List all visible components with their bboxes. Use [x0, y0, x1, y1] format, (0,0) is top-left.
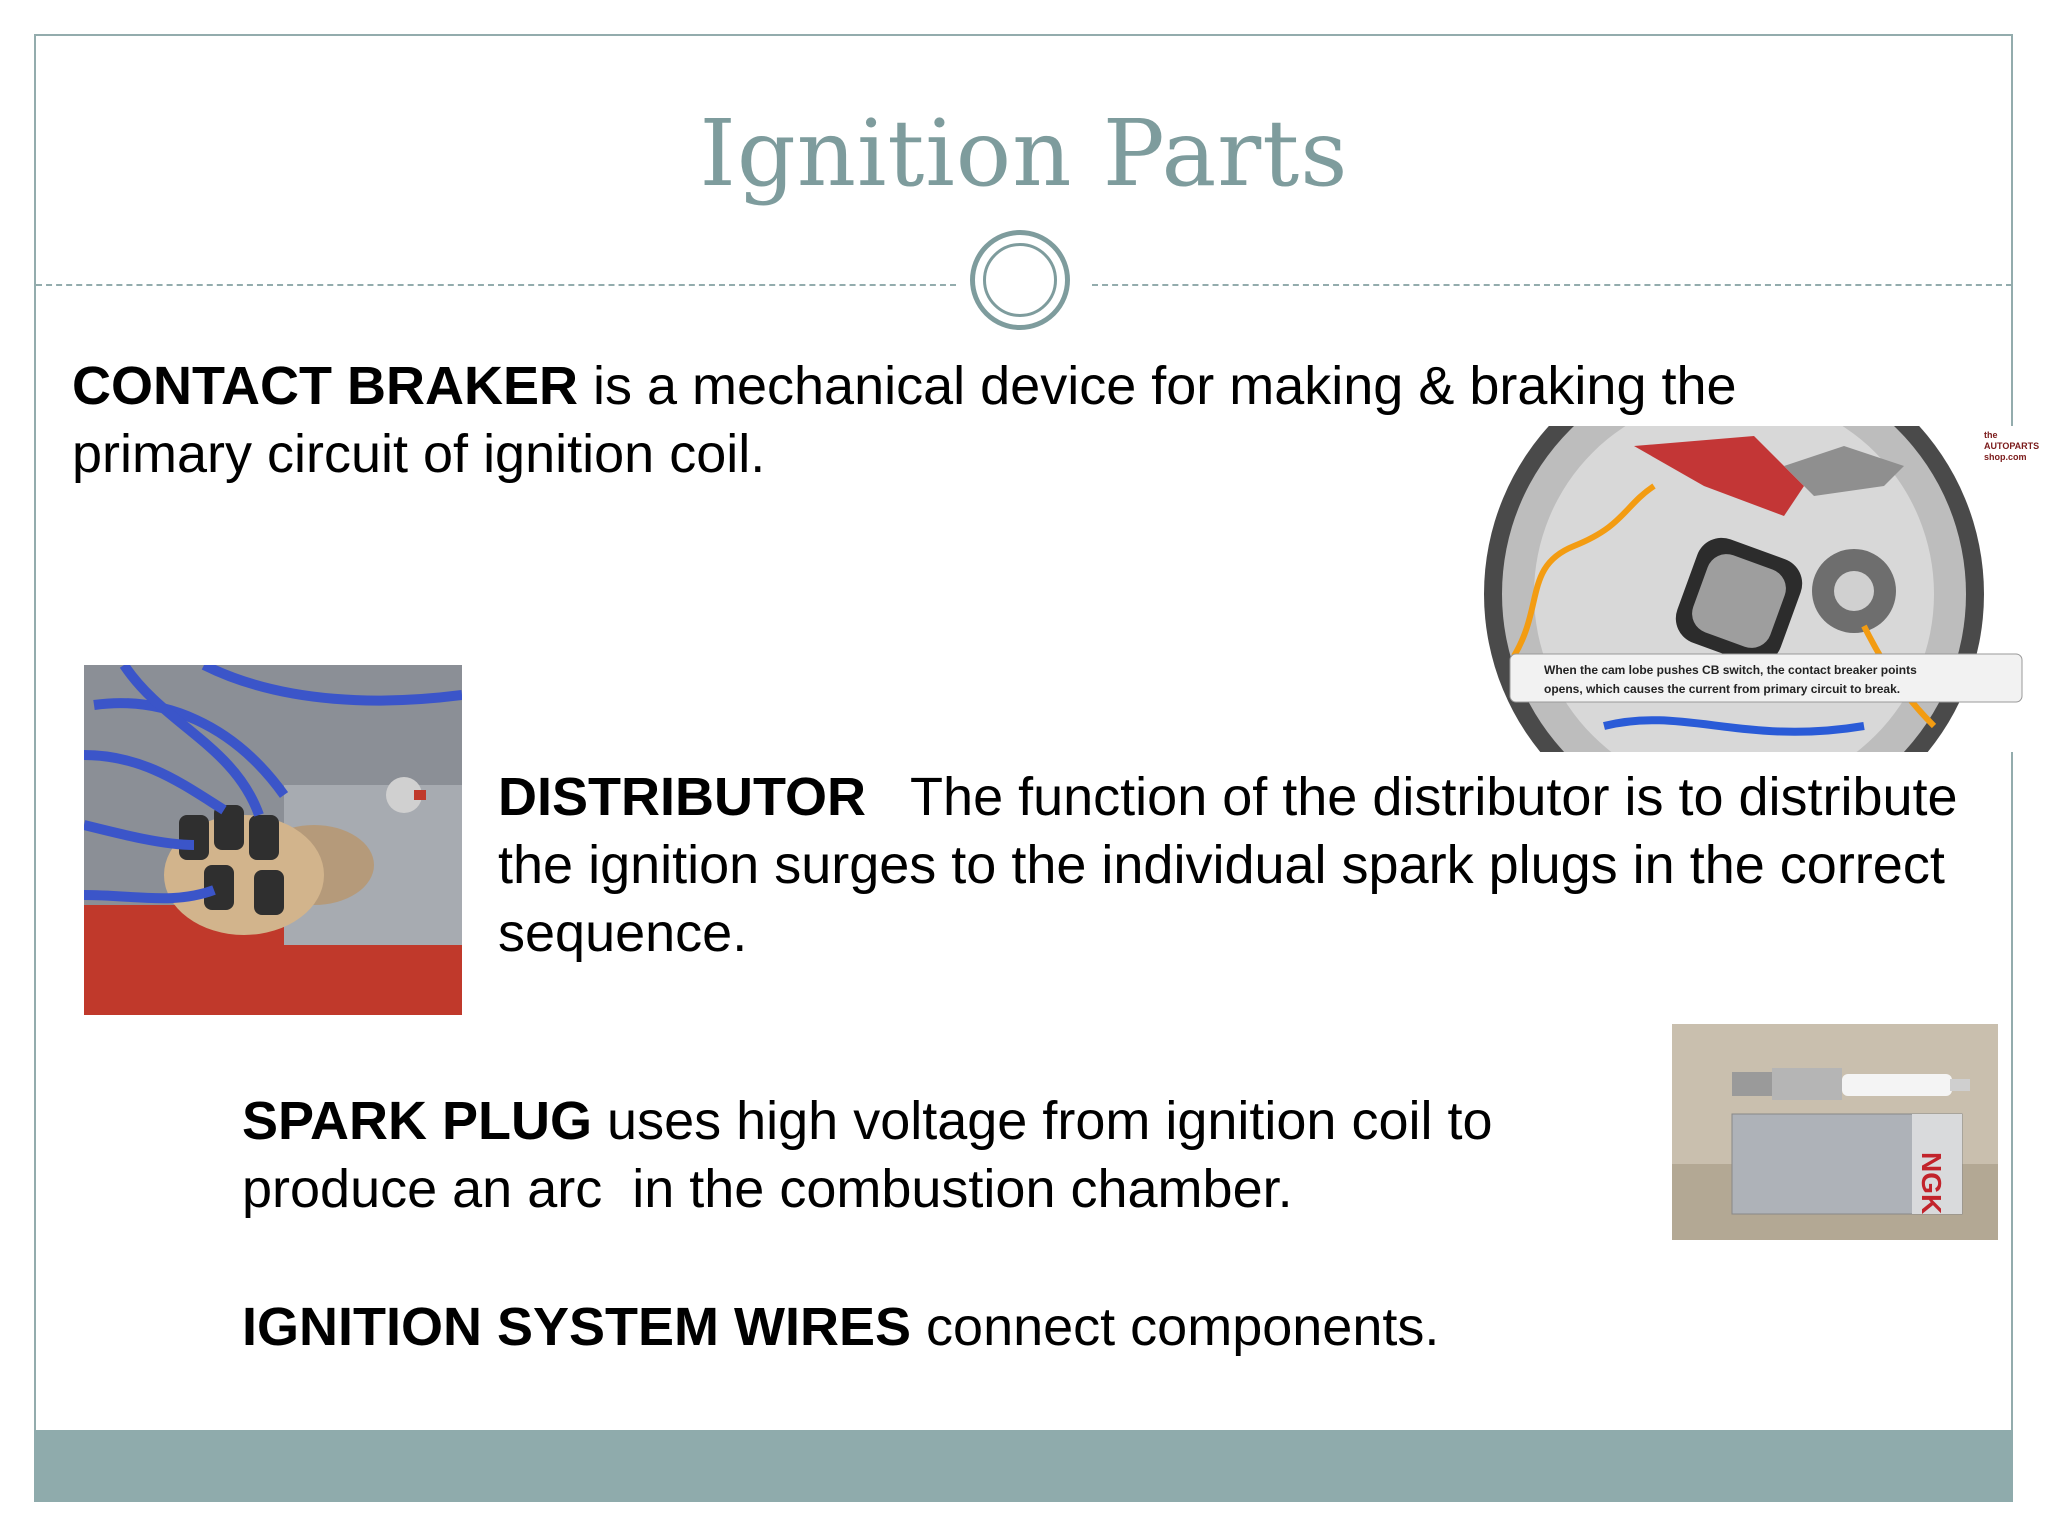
wires-term: IGNITION SYSTEM WIRES [242, 1297, 912, 1357]
spark-plug-text: uses high voltage from ignition coil to … [242, 1091, 1508, 1219]
footer-bar [34, 1430, 2013, 1502]
distributor-paragraph: DISTRIBUTOR The function of the distribu… [498, 763, 1978, 967]
cb-caption-line1: When the cam lobe pushes CB switch, the … [1544, 663, 1917, 677]
title-divider-right [1092, 284, 2012, 286]
slide-title: Ignition Parts [699, 100, 1349, 207]
contact-breaker-paragraph: CONTACT BRAKER is a mechanical device fo… [72, 352, 1792, 488]
contact-breaker-image: When the cam lobe pushes CB switch, the … [1484, 426, 2048, 752]
cb-logo-line2: AUTOPARTS [1984, 441, 2039, 451]
cb-logo-line3: shop.com [1984, 452, 2027, 462]
spark-plug-image: NGK [1672, 1024, 1998, 1240]
distributor-term: DISTRIBUTOR [498, 767, 867, 827]
cb-logo-line1: the [1984, 430, 1998, 440]
cb-caption-line2: opens, which causes the current from pri… [1544, 682, 1900, 696]
distributor-text: The function of the distributor is to di… [498, 767, 1973, 963]
ngk-brand-label: NGK [1916, 1152, 1947, 1214]
title-divider-left [36, 284, 956, 286]
contact-breaker-text: is a mechanical device for making & brak… [72, 356, 1737, 484]
wires-paragraph: IGNITION SYSTEM WIRES connect components… [242, 1293, 1642, 1361]
distributor-image [84, 665, 462, 1015]
wires-text: connect components. [911, 1297, 1440, 1357]
contact-breaker-term: CONTACT BRAKER [72, 356, 578, 416]
divider-ring-ornament [970, 230, 1070, 330]
spark-plug-term: SPARK PLUG [242, 1091, 593, 1151]
spark-plug-paragraph: SPARK PLUG uses high voltage from igniti… [242, 1087, 1622, 1223]
